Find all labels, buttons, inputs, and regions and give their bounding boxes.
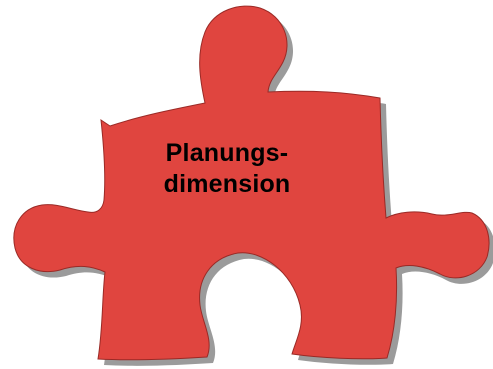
label-line-planungs: Planungs- bbox=[165, 139, 289, 167]
puzzle-piece-label: Planungs- dimension bbox=[118, 138, 336, 200]
label-line-dimension: dimension bbox=[163, 170, 291, 198]
